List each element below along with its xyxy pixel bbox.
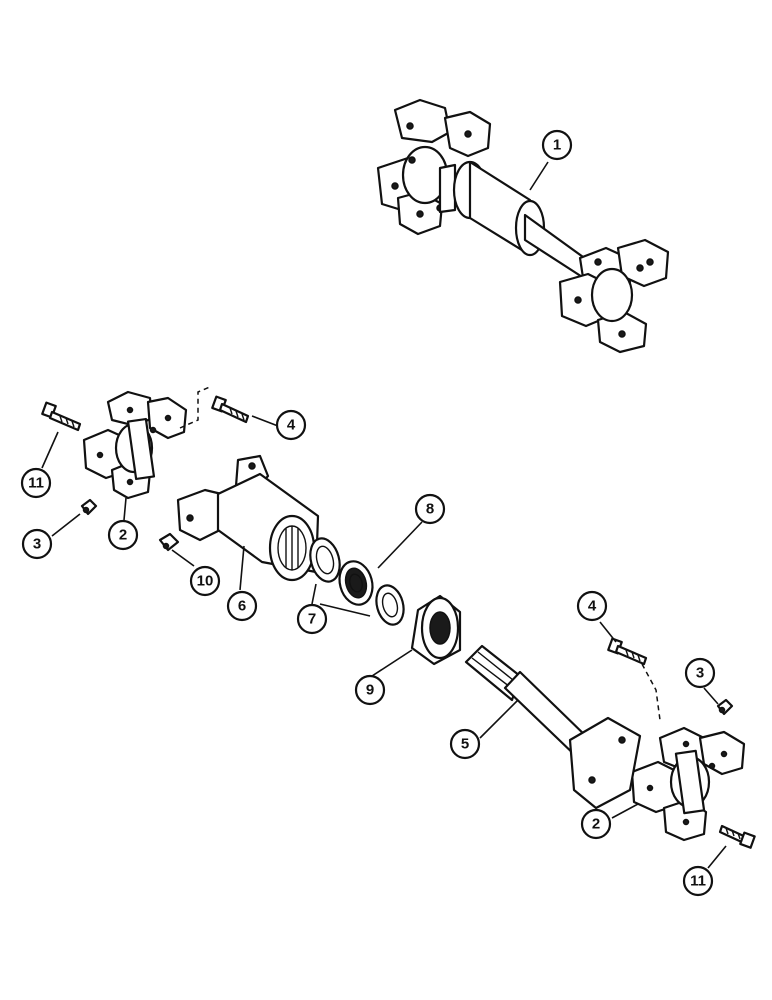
bolt-lower-middle (607, 637, 648, 666)
leader-4b (599, 621, 617, 643)
leader-3a (51, 513, 81, 537)
leader-3b (703, 687, 719, 705)
callout-11-upper: 11 (20, 467, 52, 499)
alignment-line-upper (179, 385, 213, 429)
alignment-line-lower (641, 663, 661, 721)
leader-9 (371, 649, 413, 677)
splined-shaft (464, 644, 642, 810)
bolt-lower-right (718, 824, 756, 849)
assembled-drive-shaft (376, 98, 670, 354)
callout-4-lower: 4 (576, 590, 608, 622)
leader-7a (311, 583, 317, 605)
leader-4a (251, 415, 279, 427)
leader-1 (529, 161, 549, 191)
svg-text:7: 7 (308, 611, 316, 628)
svg-text:3: 3 (33, 536, 41, 553)
callout-2-left: 2 (107, 519, 139, 551)
assembled-left-universal-joint (376, 98, 492, 236)
bolt-upper-middle (211, 395, 250, 424)
callout-3-left: 3 (21, 528, 53, 560)
leader-8 (377, 521, 423, 569)
callout-9: 9 (354, 674, 386, 706)
leader-6 (239, 545, 245, 591)
svg-text:2: 2 (119, 527, 127, 544)
universal-joint-cross-left (82, 390, 188, 500)
leader-5 (479, 699, 519, 739)
svg-text:9: 9 (366, 682, 374, 699)
leader-7b (319, 603, 371, 617)
leader-11a (41, 431, 59, 469)
svg-text:4: 4 (287, 417, 296, 434)
universal-joint-cross-right (630, 726, 746, 842)
callout-3-right: 3 (684, 657, 716, 689)
seal-ring (338, 560, 374, 606)
callout-10: 10 (189, 565, 221, 597)
dust-cap (410, 594, 462, 666)
svg-text:5: 5 (461, 736, 469, 753)
leader-2a (123, 497, 127, 521)
svg-text:4: 4 (588, 598, 597, 615)
leader-11b (707, 845, 727, 869)
callout-6: 6 (226, 590, 258, 622)
bolt-upper-left (41, 401, 82, 432)
callout-4-upper: 4 (275, 409, 307, 441)
washer-2 (375, 584, 405, 626)
svg-text:8: 8 (426, 501, 434, 518)
grease-fitting-left (80, 498, 98, 516)
svg-text:11: 11 (690, 873, 706, 890)
assembled-right-universal-joint (558, 238, 670, 354)
slip-yoke (176, 454, 320, 582)
callout-1: 1 (541, 129, 573, 161)
grease-fitting-right (716, 698, 734, 716)
svg-text:6: 6 (238, 598, 246, 615)
callout-5: 5 (449, 728, 481, 760)
svg-text:2: 2 (592, 816, 600, 833)
leader-10 (171, 549, 195, 567)
callout-7: 7 (296, 603, 328, 635)
washer-1 (309, 537, 341, 583)
svg-text:3: 3 (696, 665, 704, 682)
svg-text:10: 10 (197, 573, 214, 590)
svg-text:1: 1 (553, 137, 561, 154)
leader-2b (611, 803, 639, 819)
svg-text:11: 11 (28, 475, 44, 492)
callout-11-lower: 11 (682, 865, 714, 897)
callout-8: 8 (414, 493, 446, 525)
callout-2-right: 2 (580, 808, 612, 840)
grease-fitting-yoke (158, 532, 180, 552)
